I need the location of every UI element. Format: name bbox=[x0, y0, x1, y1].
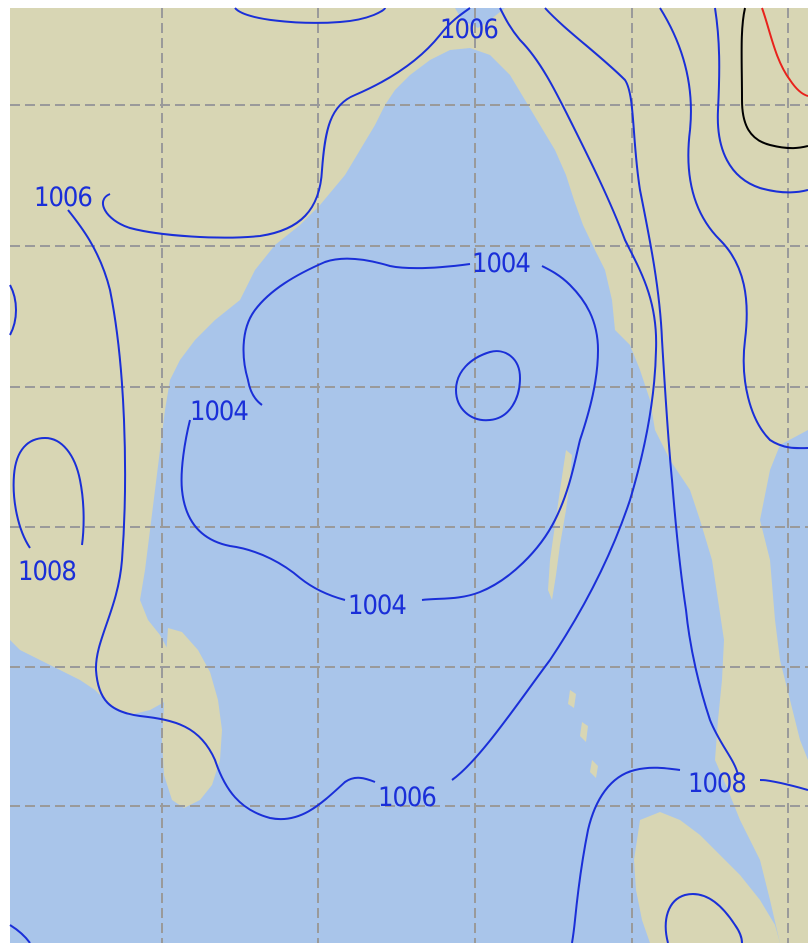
isobar-east-2 bbox=[659, 7, 808, 450]
isobar-label: 1004 bbox=[348, 590, 406, 621]
isobar-east-red bbox=[761, 7, 808, 97]
isobar-top-loop bbox=[234, 7, 386, 24]
isobar-1008-southeast bbox=[571, 766, 681, 943]
isobar-1008-east bbox=[544, 7, 739, 776]
isobar-label: 1004 bbox=[190, 396, 248, 427]
isobar-label: 1006 bbox=[34, 182, 92, 213]
isobar-east-3 bbox=[714, 7, 808, 194]
isobar-bottom-left bbox=[9, 924, 31, 943]
isobar-left-edge bbox=[9, 284, 17, 336]
isobar-label: 1004 bbox=[472, 248, 530, 279]
isobar-label: 1006 bbox=[378, 782, 436, 813]
land-layer bbox=[10, 8, 808, 943]
andaman-islands bbox=[548, 450, 572, 600]
nicobar-islands bbox=[568, 690, 598, 778]
sumatra bbox=[634, 812, 780, 943]
india-landmass bbox=[10, 8, 808, 943]
isobar-center-loop bbox=[454, 350, 522, 422]
isobar-label: 1008 bbox=[18, 556, 76, 587]
isobar-bottom-loop bbox=[664, 893, 743, 943]
isobar-1008-india bbox=[12, 436, 85, 549]
isobar-label: 1006 bbox=[440, 14, 498, 45]
isobar-labels: 1006 1006 1004 1004 1004 1008 1006 1008 bbox=[18, 14, 747, 813]
isobar-1004 bbox=[180, 257, 600, 601]
isobar-east-black bbox=[740, 7, 808, 150]
isobar-label: 1008 bbox=[688, 768, 746, 799]
isobar-1006-west bbox=[67, 209, 376, 821]
isobar-1006-north bbox=[101, 7, 471, 239]
sri-lanka bbox=[162, 628, 222, 808]
lat-lon-grid bbox=[10, 8, 808, 943]
isobar-southeast-end bbox=[759, 779, 808, 791]
isobars bbox=[9, 7, 808, 943]
isobar-1006-south-right bbox=[451, 7, 658, 781]
